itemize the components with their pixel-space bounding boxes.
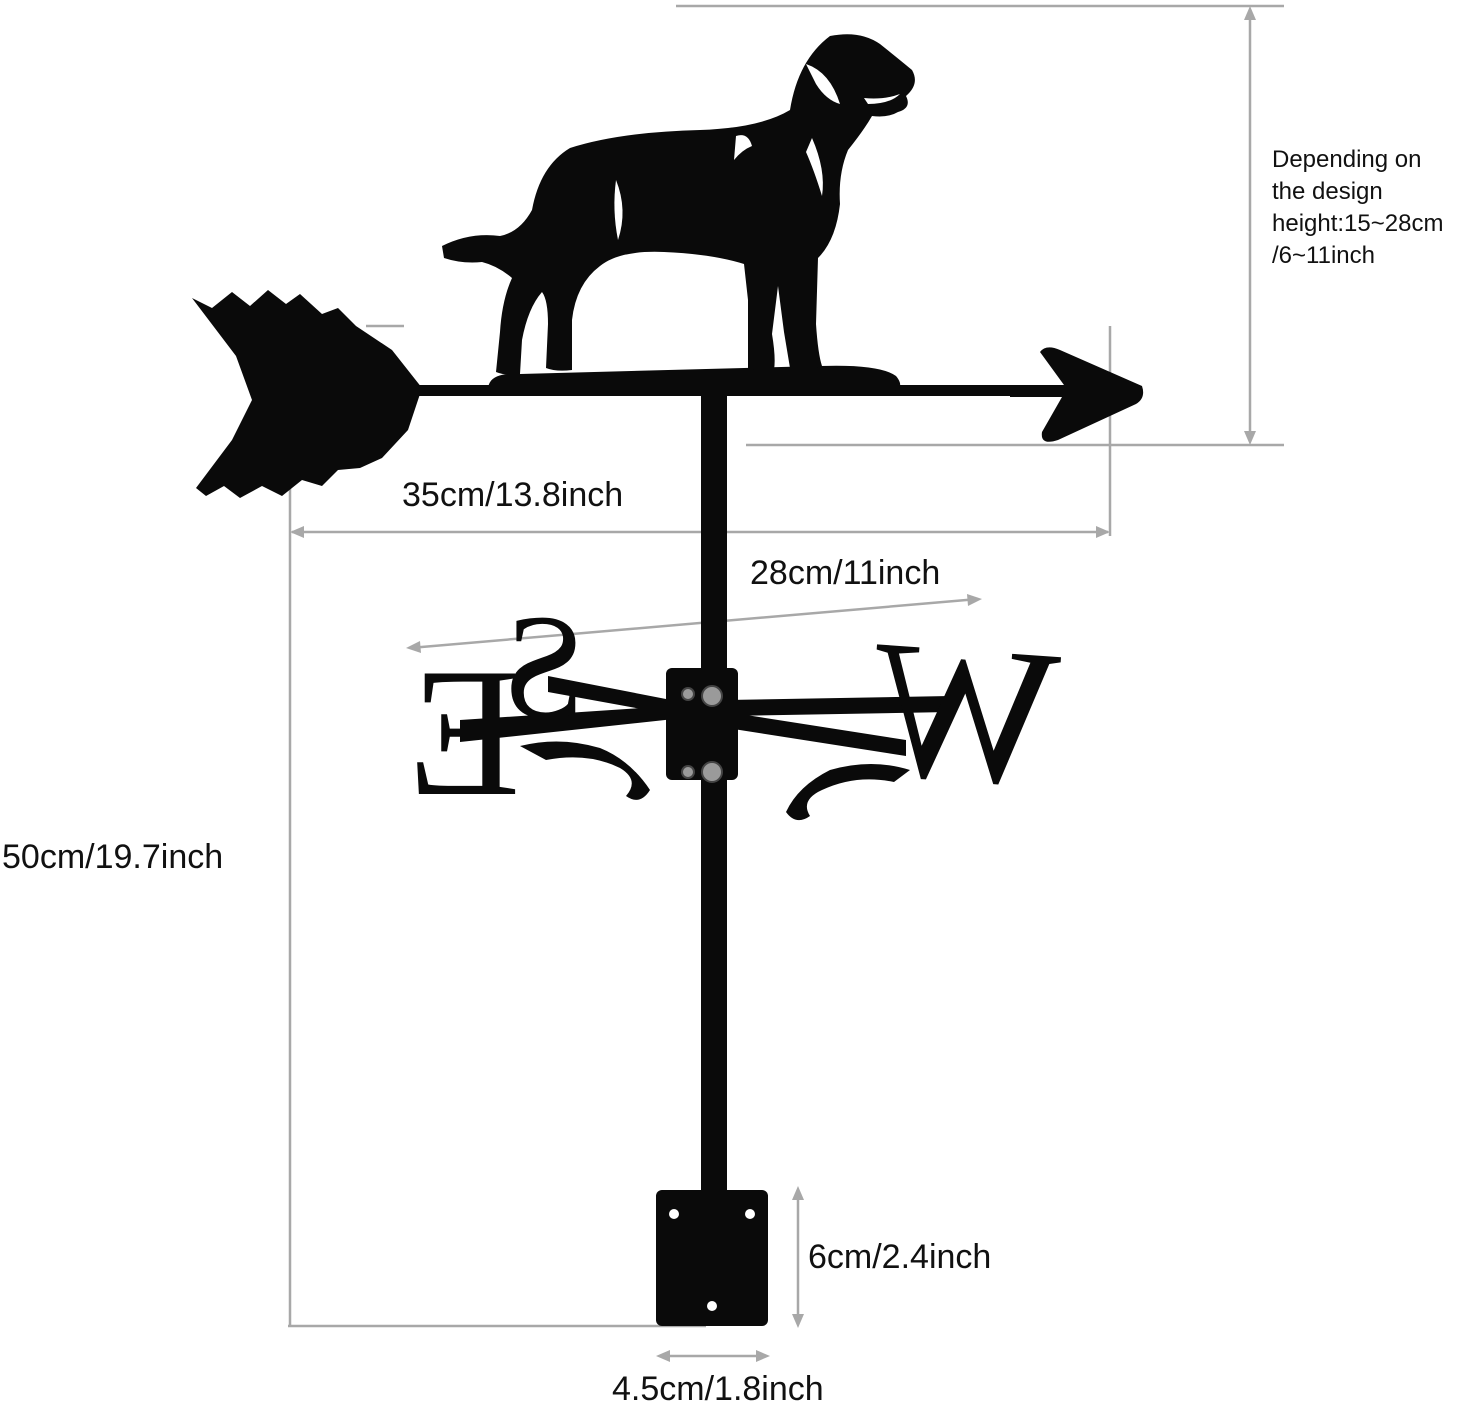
cross-arm-south: [548, 676, 702, 720]
compass-letter-south: S: [502, 584, 586, 750]
dog-highlights: [614, 64, 900, 240]
arrow-length-label: 35cm/13.8inch: [402, 476, 624, 514]
total-height-label: 50cm/19.7inch: [2, 838, 224, 876]
mounting-bracket: [656, 1190, 768, 1326]
figure-height-note-line: height:15~28cm: [1272, 210, 1444, 237]
figure-height-note: Depending on the design height:15~28cm /…: [1272, 144, 1472, 272]
bolts: [681, 685, 723, 783]
figure-height-note-line: the design: [1272, 178, 1383, 205]
cross-arm-west: [727, 696, 950, 716]
pole-collar: [666, 668, 738, 780]
dog-platform: [488, 365, 901, 394]
figure-height-note-line: Depending on: [1272, 146, 1422, 173]
ornament-scrolls: [520, 741, 910, 821]
figure-height-note-line: /6~11inch: [1272, 242, 1375, 269]
cross-arm-east-west: [460, 704, 702, 742]
arrow-feather-icon: [192, 290, 422, 498]
weathervane-silhouette: [192, 34, 1144, 1326]
bracket-width-label: 4.5cm/1.8inch: [612, 1370, 824, 1408]
dog-icon: [442, 34, 915, 375]
cross-arm-north: [727, 712, 906, 756]
support-pole: [701, 396, 727, 1280]
bracket-holes: [669, 1209, 755, 1311]
cross-arm-width-label: 28cm/11inch: [750, 554, 941, 592]
bracket-height-label: 6cm/2.4inch: [808, 1238, 992, 1276]
arrow-head-icon: [1010, 347, 1144, 442]
dimension-lines: [288, 4, 1284, 1358]
dimension-arrowheads: [290, 6, 1256, 1362]
compass-letter-west: W: [864, 598, 1065, 829]
